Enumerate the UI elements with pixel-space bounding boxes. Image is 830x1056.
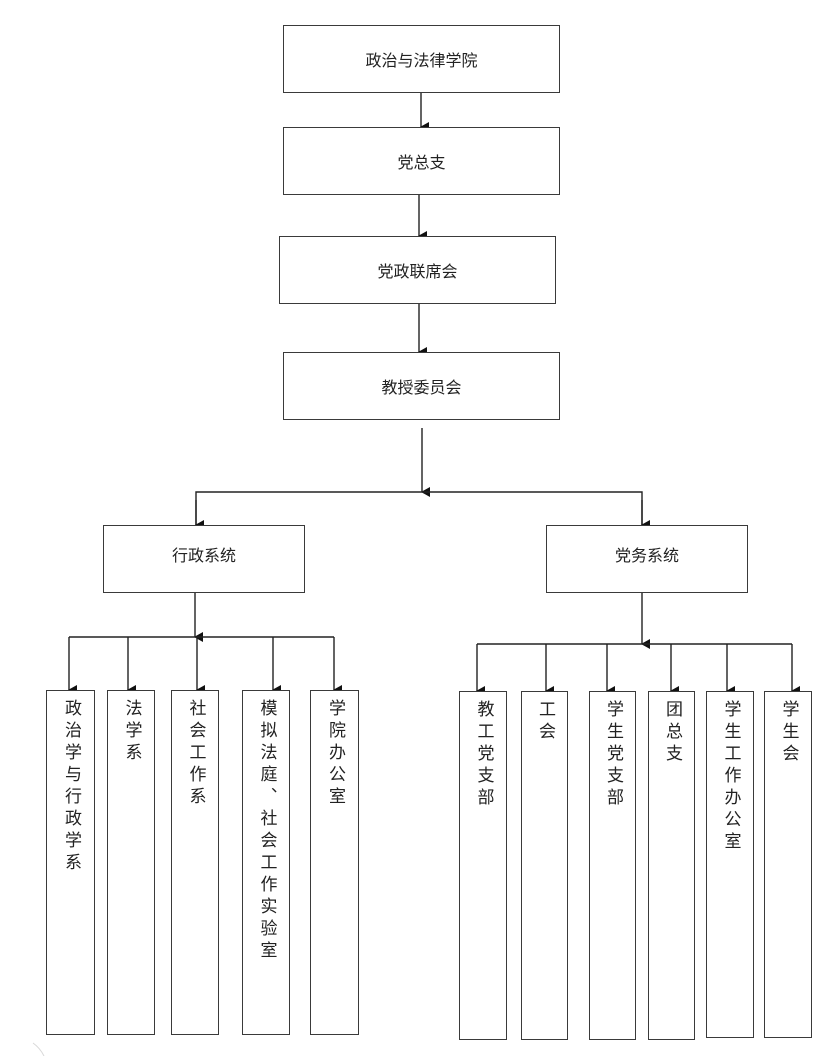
node-label: 学生党支部 [603, 700, 623, 810]
node-party-child: 工会 [521, 691, 568, 1040]
node-label: 法学系 [121, 699, 142, 765]
node-party-child: 学生会 [764, 691, 812, 1038]
node-admin-child: 学院办公室 [310, 690, 359, 1035]
node-admin-child: 社会工作系 [171, 690, 219, 1035]
node-label: 社会工作系 [185, 699, 206, 809]
node-joint-meeting: 党政联席会 [279, 236, 556, 304]
node-party-child: 学生党支部 [589, 691, 636, 1040]
node-label: 教工党支部 [473, 700, 494, 810]
node-label: 行政系统 [171, 546, 236, 565]
node-admin-system: 行政系统 [103, 525, 305, 593]
node-label: 学生会 [778, 700, 799, 766]
node-college: 政治与法律学院 [283, 25, 560, 93]
node-label: 模拟法庭、社会工作实验室 [256, 699, 277, 963]
node-party-branch: 党总支 [283, 127, 560, 195]
decorative-arc [32, 1042, 45, 1056]
node-label: 工会 [535, 700, 555, 744]
node-party-child: 学生工作办公室 [706, 691, 754, 1038]
node-admin-child: 政治学与行政学系 [46, 690, 95, 1035]
node-party-child: 教工党支部 [459, 691, 507, 1040]
node-label: 学生工作办公室 [720, 700, 741, 854]
node-professor-committee: 教授委员会 [283, 352, 560, 420]
node-party-child: 团总支 [648, 691, 695, 1040]
node-party-system: 党务系统 [546, 525, 748, 593]
node-label: 教授委员会 [381, 378, 462, 397]
node-label: 政治学与行政学系 [61, 699, 81, 875]
node-label: 团总支 [662, 700, 682, 766]
node-admin-child: 法学系 [107, 690, 155, 1035]
node-label: 党务系统 [614, 546, 679, 565]
split-line-systems [195, 491, 643, 525]
node-label: 党政联席会 [377, 262, 458, 281]
node-admin-child: 模拟法庭、社会工作实验室 [242, 690, 290, 1035]
node-label: 党总支 [397, 153, 446, 172]
node-label: 政治与法律学院 [365, 51, 478, 70]
node-label: 学院办公室 [325, 699, 345, 809]
